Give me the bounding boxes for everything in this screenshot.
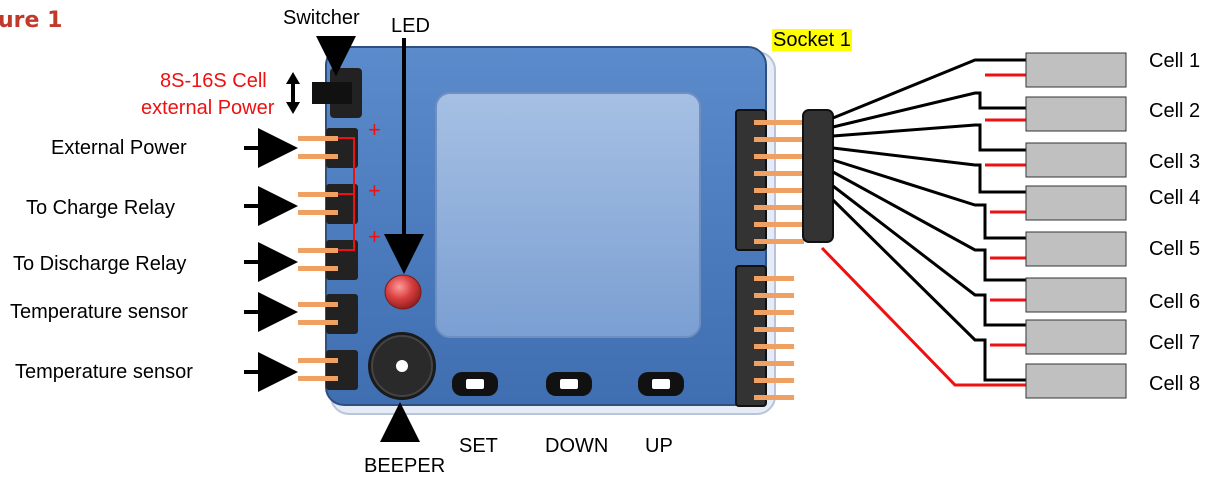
power-double-arrow: [286, 72, 300, 114]
charge-relay-label: To Charge Relay: [26, 197, 175, 219]
balance-wires: [820, 58, 1026, 387]
up-button-shape[interactable]: [638, 372, 684, 396]
switcher-label: Switcher: [283, 7, 360, 29]
cell-6-box: [1025, 277, 1127, 313]
cell-label-3: Cell 3: [1149, 151, 1201, 173]
cell-label-6: Cell 6: [1149, 291, 1201, 313]
external-power-red-label: external Power: [141, 97, 275, 119]
left-connectors: [298, 128, 358, 390]
cell-label-4: Cell 4: [1149, 187, 1201, 209]
led-indicator: [384, 274, 422, 310]
connector-external-power: [298, 128, 358, 168]
set-label: SET: [459, 435, 498, 457]
cell-label-5: Cell 5: [1149, 238, 1201, 260]
cell-label-1: Cell 1: [1149, 50, 1201, 72]
cell-2-box: [1025, 96, 1127, 132]
connector-temp-sensor-1: [298, 294, 358, 334]
connector-discharge-relay: [298, 240, 358, 280]
temp-sensor-2-label: Temperature sensor: [15, 361, 193, 383]
cell-8-box: [1025, 363, 1127, 399]
plus-sign-3: +: [368, 224, 381, 249]
led-label: LED: [391, 15, 430, 37]
connector-temp-sensor-2: [298, 350, 358, 390]
connector-charge-relay: [298, 184, 358, 224]
socket-1-label: Socket 1: [772, 29, 852, 51]
plus-sign-2: +: [368, 178, 381, 203]
cell-label-8: Cell 8: [1149, 373, 1201, 395]
external-power-label: External Power: [51, 137, 187, 159]
annotation-arrows: [244, 36, 424, 442]
power-range-label: 8S-16S Cell: [160, 70, 267, 92]
cell-5-box: [1025, 231, 1127, 267]
cell-header-upper: [735, 109, 804, 251]
socket-1-highlight: Socket 1: [772, 29, 852, 51]
cell-header-lower: [735, 265, 794, 407]
cell-label-7: Cell 7: [1149, 332, 1201, 354]
cell-3-box: [1025, 142, 1127, 178]
battery-cells: [1025, 52, 1127, 399]
cell-7-box: [1025, 319, 1127, 355]
beeper-buzzer: [368, 332, 436, 400]
cell-4-box: [1025, 185, 1127, 221]
figure-label: ure 1: [0, 8, 63, 33]
up-label: UP: [645, 435, 673, 457]
cell-label-2: Cell 2: [1149, 100, 1201, 122]
beeper-label: BEEPER: [364, 455, 446, 477]
switcher-connector[interactable]: [312, 68, 362, 118]
temp-sensor-1-label: Temperature sensor: [10, 301, 188, 323]
down-button-shape[interactable]: [546, 372, 592, 396]
down-label: DOWN: [545, 435, 609, 457]
display-screen: [435, 92, 701, 338]
cell-1-box: [1025, 52, 1127, 88]
plus-sign-1: +: [368, 117, 381, 142]
discharge-relay-label: To Discharge Relay: [13, 253, 187, 275]
set-button-shape[interactable]: [452, 372, 498, 396]
socket-1-plug[interactable]: [802, 109, 834, 243]
